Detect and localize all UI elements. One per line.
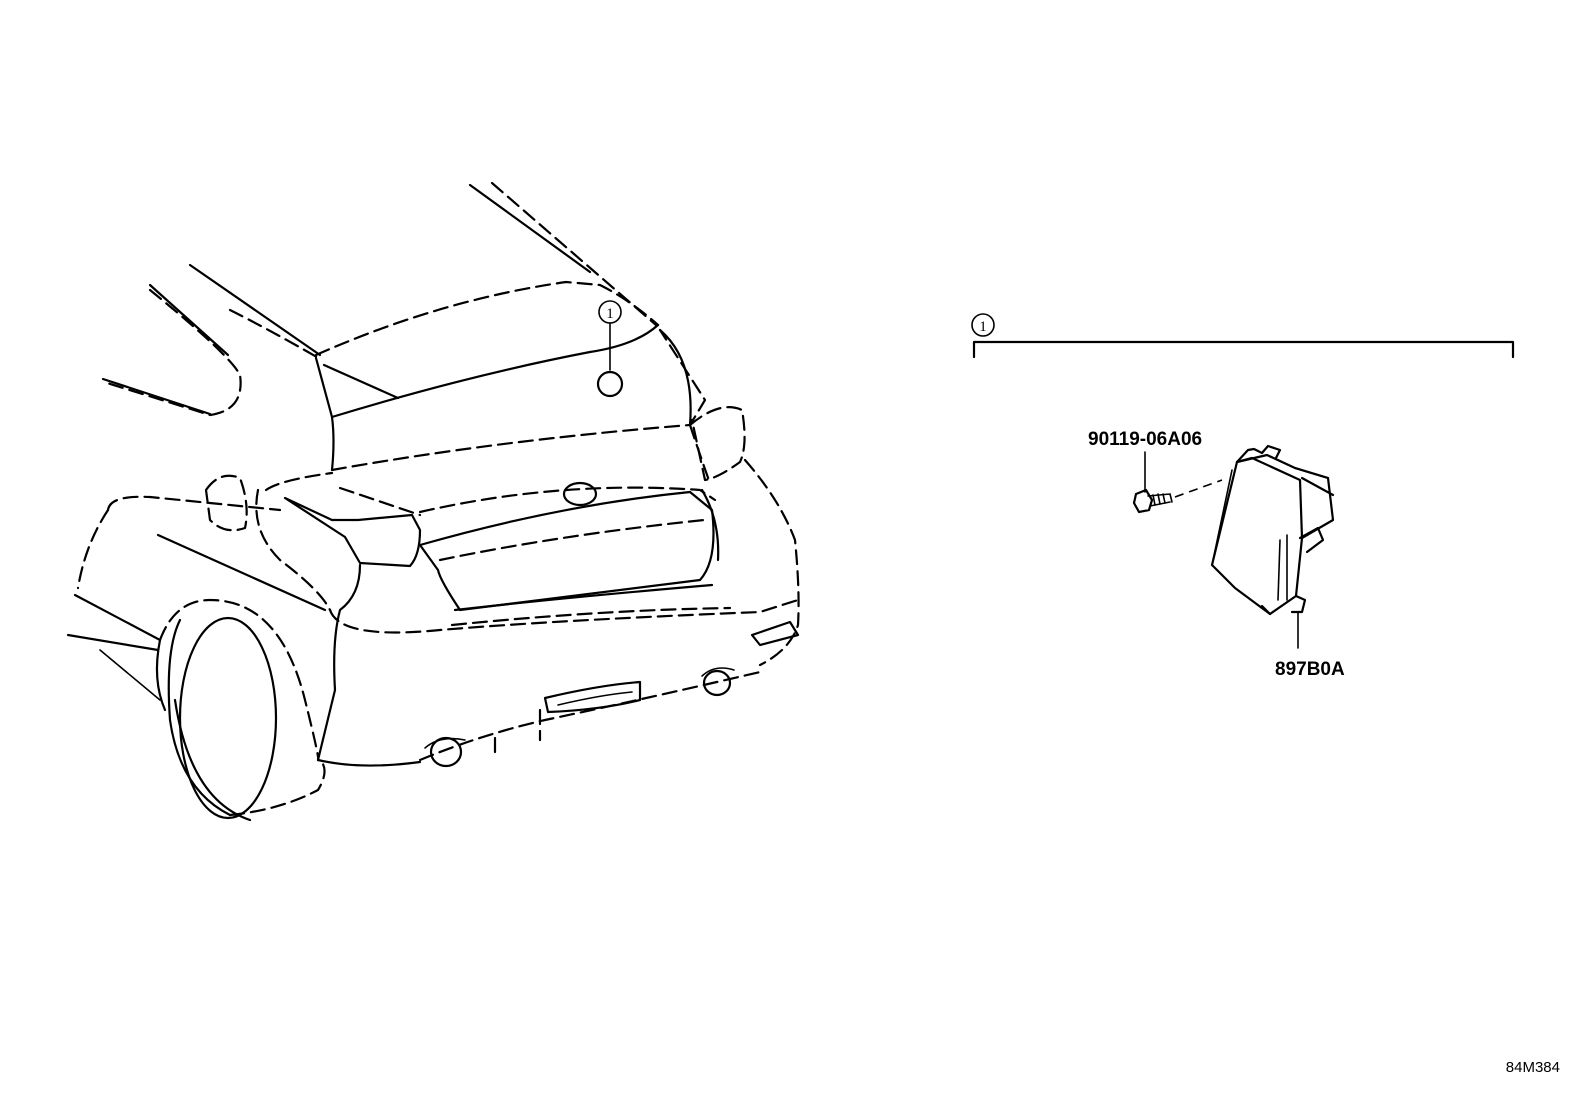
callout-marker-vehicle: 1 [606,306,614,322]
module-part-number: 897B0A [1275,659,1345,680]
vehicle-rear-illustration: 1 [66,181,800,822]
bolt-part-number: 90119-06A06 [1088,429,1202,450]
module-location-marker [596,370,624,398]
callout-marker-parts: 1 [979,319,987,335]
control-module-part: 897B0A [1210,444,1345,680]
diagram-reference-code: 84M384 [1506,1059,1560,1076]
bolt-part: 90119-06A06 [1088,429,1223,514]
parts-bracket: 1 [971,313,1515,359]
